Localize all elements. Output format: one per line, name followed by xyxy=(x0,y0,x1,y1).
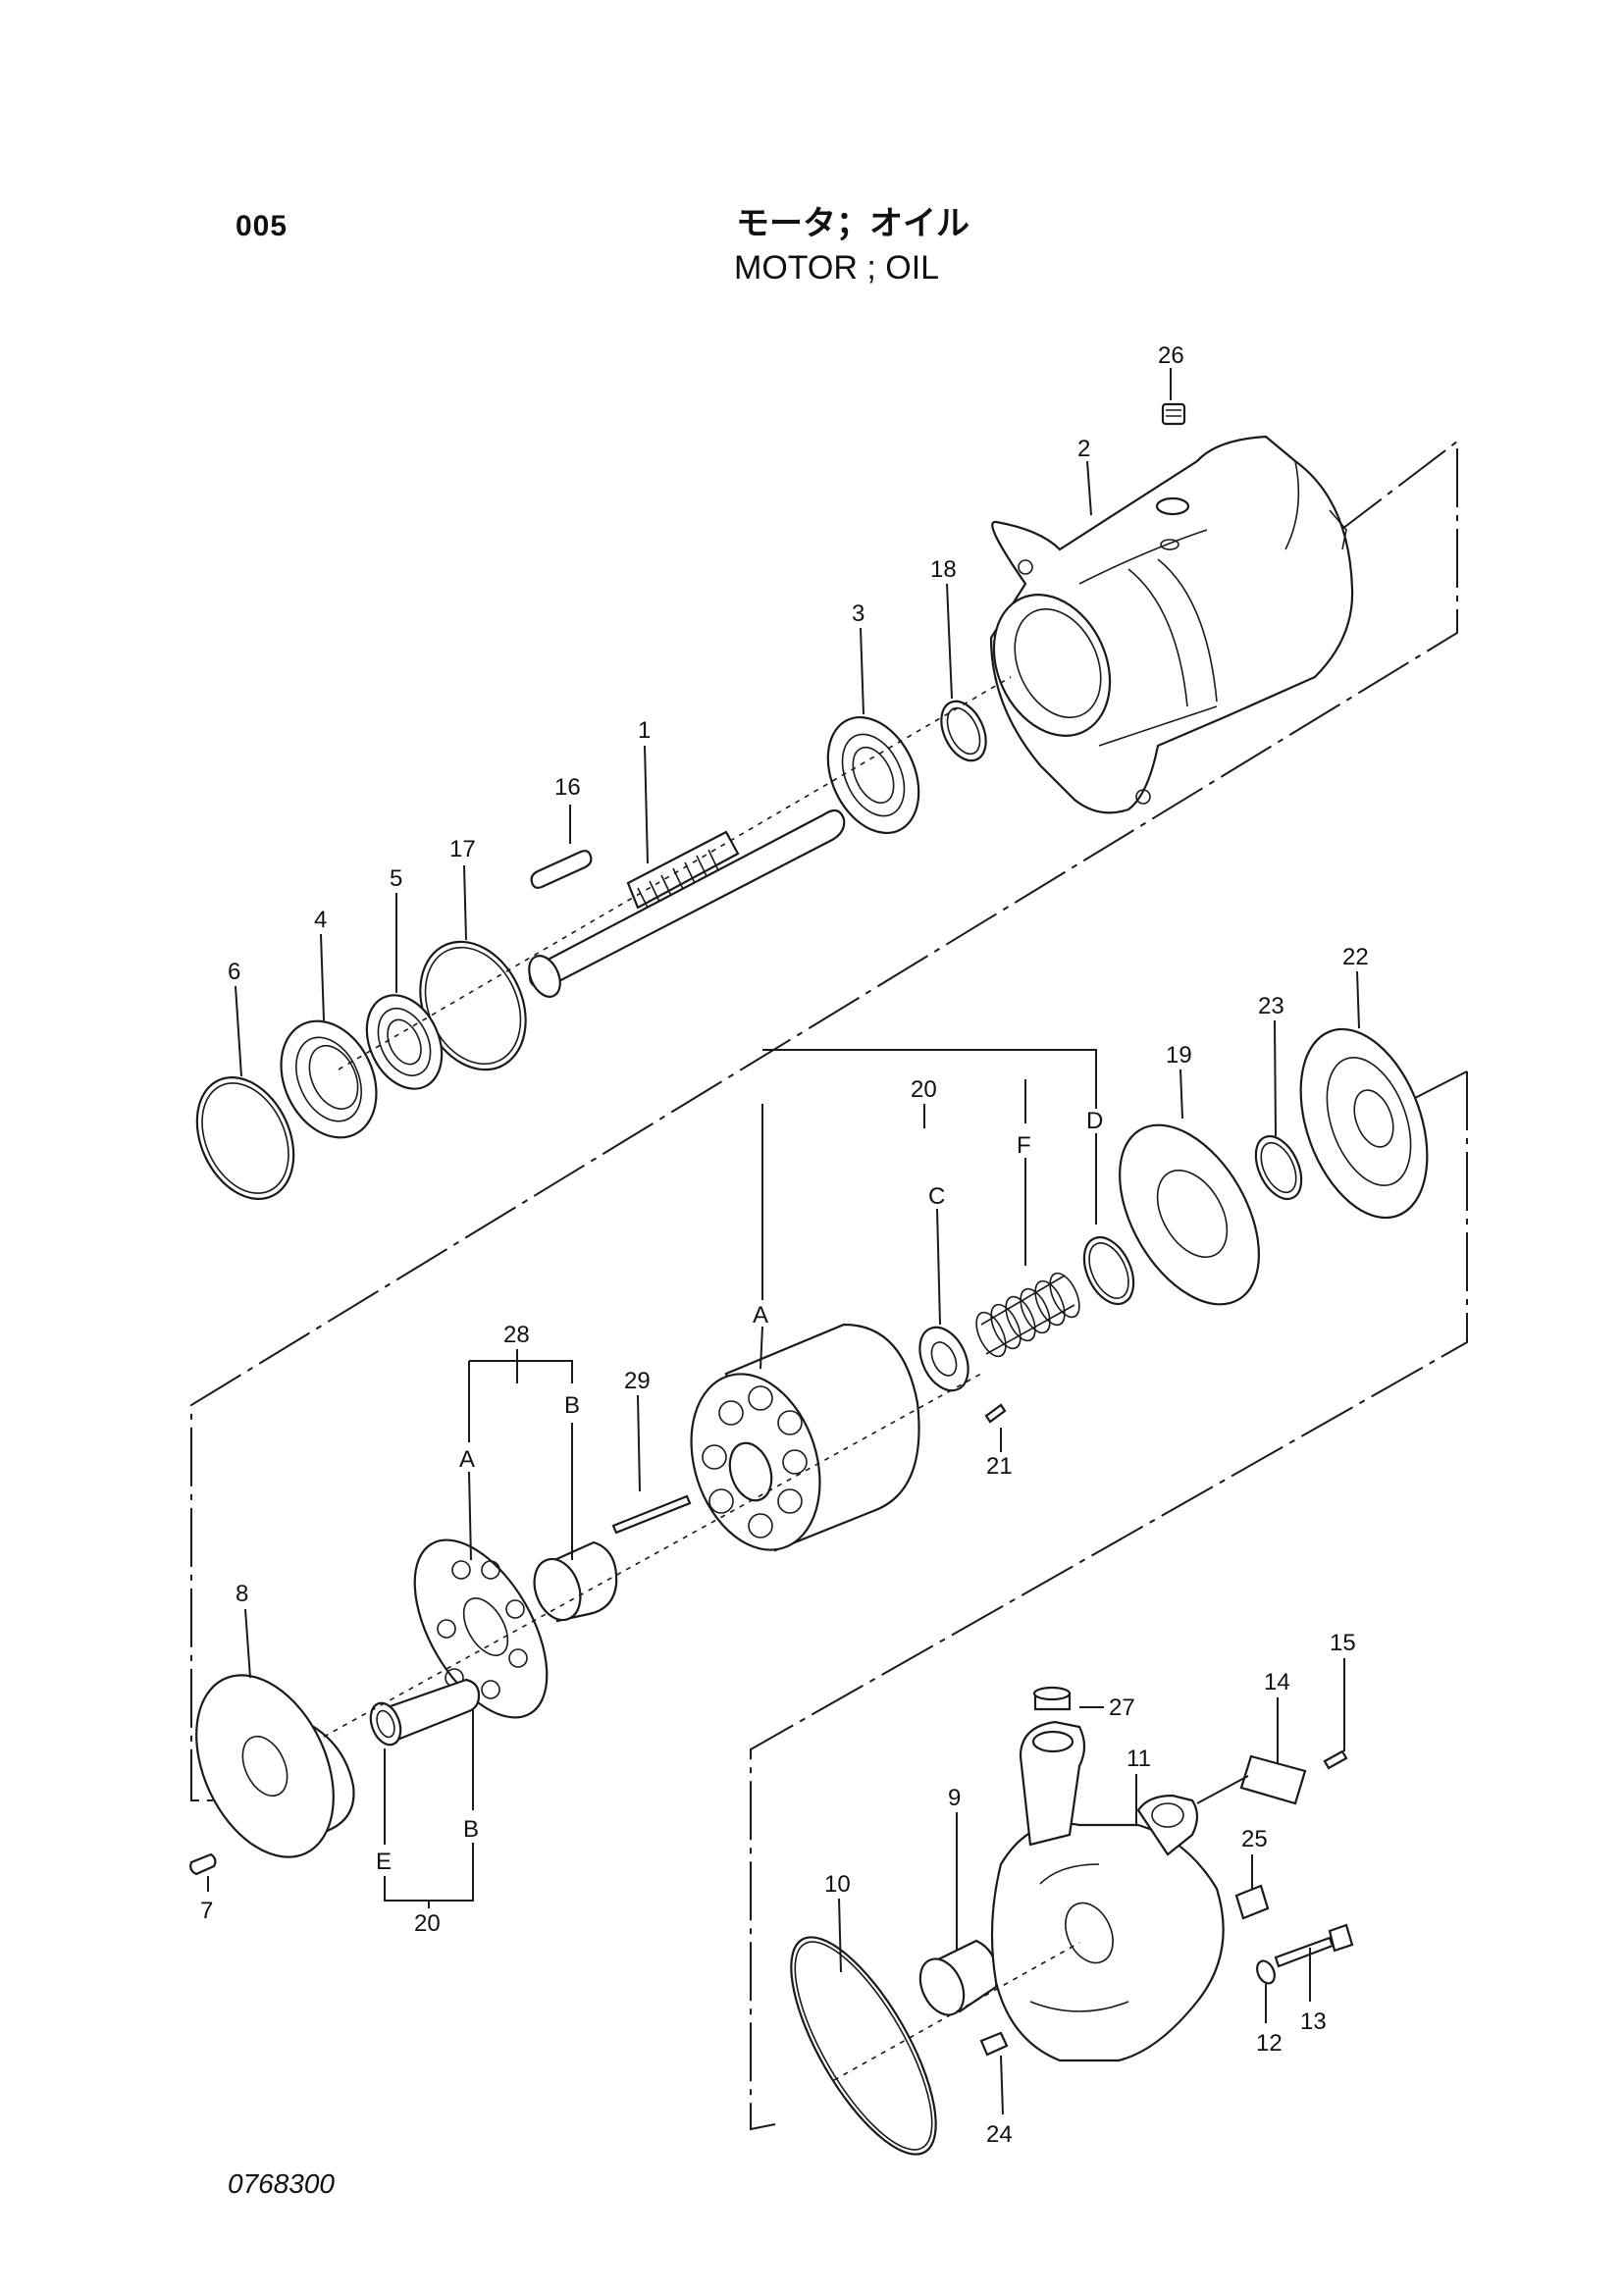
label-e: E xyxy=(376,1849,392,1875)
motor-housing xyxy=(989,435,1354,814)
plug-27 xyxy=(1032,1686,1072,1711)
title-japanese: モータ；オイル xyxy=(736,204,969,243)
pin-21 xyxy=(984,1403,1007,1424)
shaft-1 xyxy=(528,808,846,998)
callout-15: 15 xyxy=(1330,1630,1356,1656)
plug-25 xyxy=(1234,1884,1270,1920)
label-b1: B xyxy=(564,1392,580,1419)
axis-line-upper xyxy=(338,676,1012,1070)
oil-seal-5 xyxy=(365,994,444,1090)
pin-29 xyxy=(611,1494,692,1535)
axis-line-lower xyxy=(833,1942,1080,2081)
callout-19: 19 xyxy=(1166,1042,1192,1069)
callout-12: 12 xyxy=(1256,2030,1283,2057)
label-a2: A xyxy=(459,1446,475,1473)
callout-26: 26 xyxy=(1158,342,1184,369)
spring-f xyxy=(975,1272,1080,1358)
callout-16: 16 xyxy=(554,774,581,801)
callout-3: 3 xyxy=(852,600,864,627)
callout-11: 11 xyxy=(1126,1746,1151,1772)
callout-22: 22 xyxy=(1342,944,1369,970)
washer-c xyxy=(918,1326,969,1392)
callout-labels: 26 2 18 3 1 16 17 5 4 6 22 23 19 20 D F … xyxy=(200,342,1369,2148)
callout-8: 8 xyxy=(236,1581,248,1607)
callout-20a: 20 xyxy=(911,1076,937,1103)
callout-27: 27 xyxy=(1109,1694,1135,1721)
key-16 xyxy=(530,850,593,889)
callout-29: 29 xyxy=(624,1368,651,1394)
bearing-9 xyxy=(918,1939,998,2016)
pin-24 xyxy=(979,2031,1009,2057)
callout-14: 14 xyxy=(1264,1669,1290,1695)
page-number: 005 xyxy=(236,210,288,242)
leader-lines xyxy=(207,368,1360,2115)
cover-11 xyxy=(990,1720,1225,2062)
callout-17: 17 xyxy=(449,836,476,862)
callout-7: 7 xyxy=(200,1898,213,1924)
swash-plate-8 xyxy=(195,1674,355,1858)
callout-5: 5 xyxy=(390,865,402,892)
o-ring-10 xyxy=(790,1936,937,2156)
snap-ring-18 xyxy=(940,700,987,762)
callout-20b: 20 xyxy=(414,1910,441,1937)
snap-ring-23 xyxy=(1254,1134,1303,1201)
callout-1: 1 xyxy=(638,717,651,744)
label-f: F xyxy=(1017,1132,1031,1159)
label-c: C xyxy=(928,1183,945,1210)
callout-18: 18 xyxy=(930,556,957,583)
callout-13: 13 xyxy=(1300,2008,1327,2035)
callout-6: 6 xyxy=(228,959,240,985)
callout-24: 24 xyxy=(986,2121,1013,2148)
callout-28: 28 xyxy=(503,1322,530,1348)
callout-21: 21 xyxy=(986,1453,1013,1480)
plug-26 xyxy=(1161,402,1186,426)
ring-d xyxy=(1082,1235,1135,1306)
plate-19 xyxy=(1119,1123,1260,1306)
label-b2: B xyxy=(463,1816,479,1843)
callout-10: 10 xyxy=(824,1871,851,1898)
callout-9: 9 xyxy=(948,1785,961,1811)
valve-plate-22 xyxy=(1299,1027,1429,1220)
oil-seal-4 xyxy=(280,1019,378,1139)
bearing-3 xyxy=(826,715,920,835)
bolt-13 xyxy=(1274,1923,1354,1968)
retainer-plate-28 xyxy=(413,1538,549,1719)
label-a1: A xyxy=(753,1302,768,1329)
screw-15 xyxy=(1323,1749,1348,1770)
piston-assy-20 xyxy=(369,1678,481,1747)
callout-23: 23 xyxy=(1258,993,1284,1019)
pin-7 xyxy=(189,1852,217,1876)
label-d: D xyxy=(1086,1108,1103,1134)
title-english: MOTOR ; OIL xyxy=(734,249,940,287)
washer-12 xyxy=(1256,1959,1276,1985)
callout-4: 4 xyxy=(314,907,327,933)
cylinder-block xyxy=(690,1323,920,1552)
name-plate-14 xyxy=(1239,1754,1307,1805)
drawing-number: 0768300 xyxy=(228,2168,336,2199)
snap-ring-6 xyxy=(195,1075,295,1201)
callout-2: 2 xyxy=(1077,436,1090,462)
callout-25: 25 xyxy=(1241,1826,1268,1852)
